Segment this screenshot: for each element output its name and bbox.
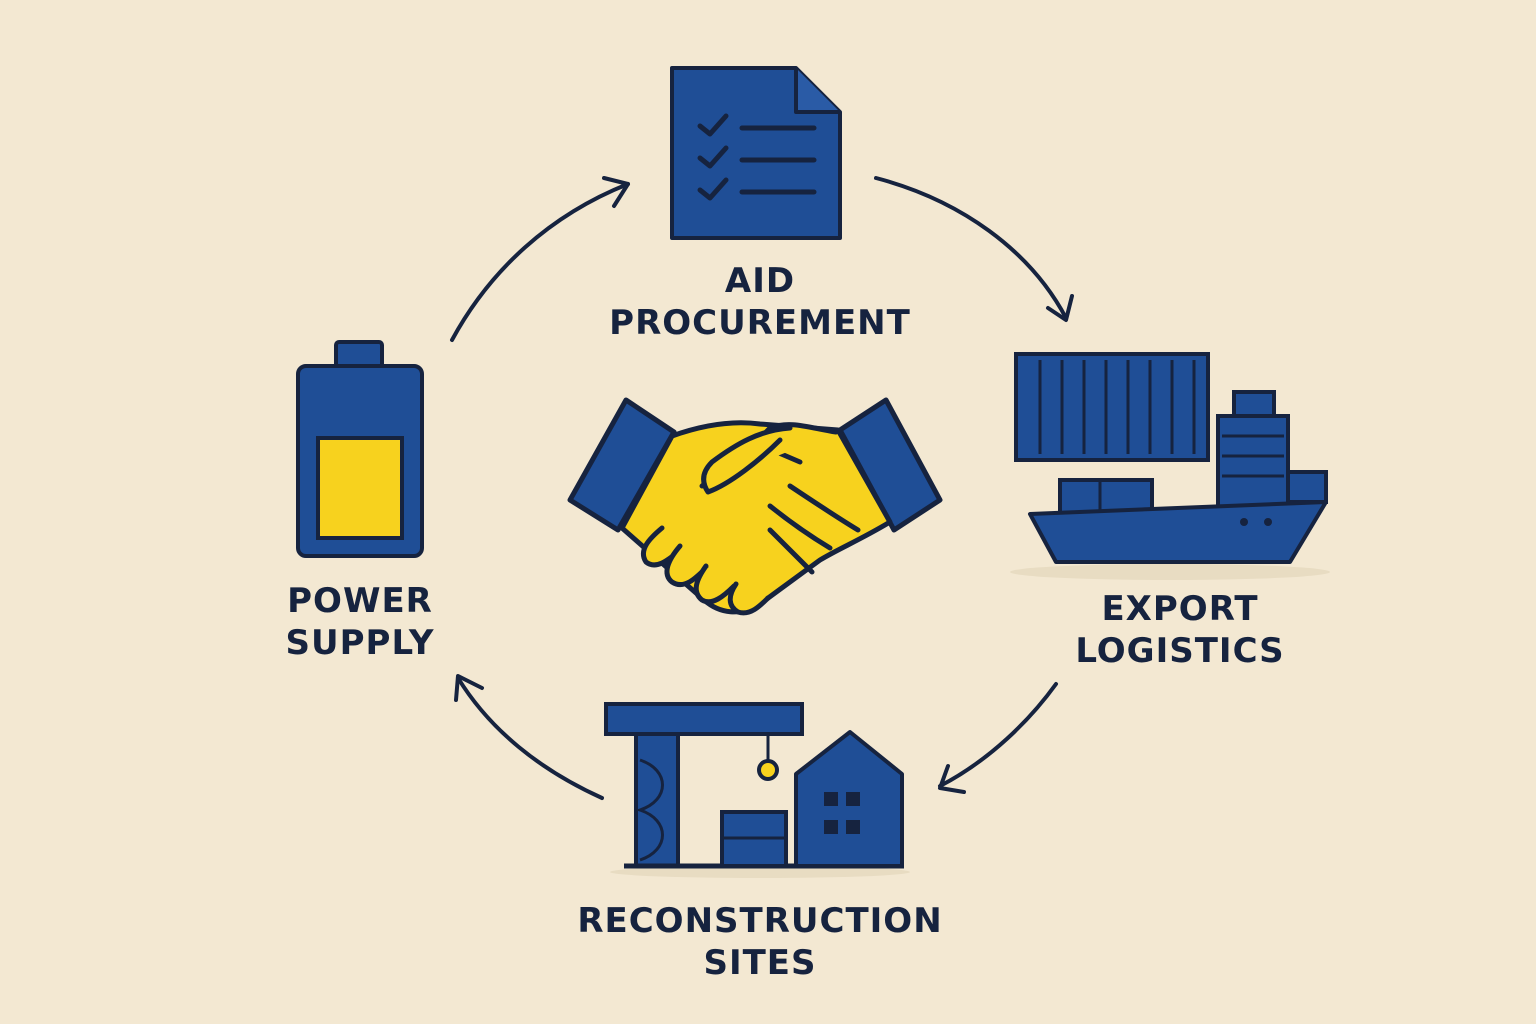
cargo-ship-icon <box>1010 352 1330 580</box>
checklist-document-icon <box>670 66 842 240</box>
battery-icon <box>296 340 424 558</box>
flow-arrows <box>450 176 1074 800</box>
label-line: AID <box>724 261 796 301</box>
node-label-export-logistics: EXPORT LOGISTICS <box>1030 588 1330 672</box>
label-line: SITES <box>703 943 817 983</box>
label-line: SUPPLY <box>285 623 435 663</box>
node-label-reconstruction-sites: RECONSTRUCTION SITES <box>540 900 980 984</box>
handshake-icon <box>567 397 943 616</box>
label-line: LOGISTICS <box>1075 631 1285 671</box>
construction-crane-icon <box>604 702 910 878</box>
arrow-power-to-aid <box>450 182 630 342</box>
label-line: EXPORT <box>1101 589 1259 629</box>
arrow-recon-to-power <box>456 676 604 800</box>
arrow-aid-to-export <box>874 176 1068 320</box>
label-line: PROCUREMENT <box>609 303 911 343</box>
node-label-power-supply: POWER SUPPLY <box>240 580 480 664</box>
node-label-aid-procurement: AID PROCUREMENT <box>560 260 960 344</box>
label-line: POWER <box>287 581 433 621</box>
label-line: RECONSTRUCTION <box>577 901 943 941</box>
arrow-export-to-recon <box>938 682 1058 788</box>
